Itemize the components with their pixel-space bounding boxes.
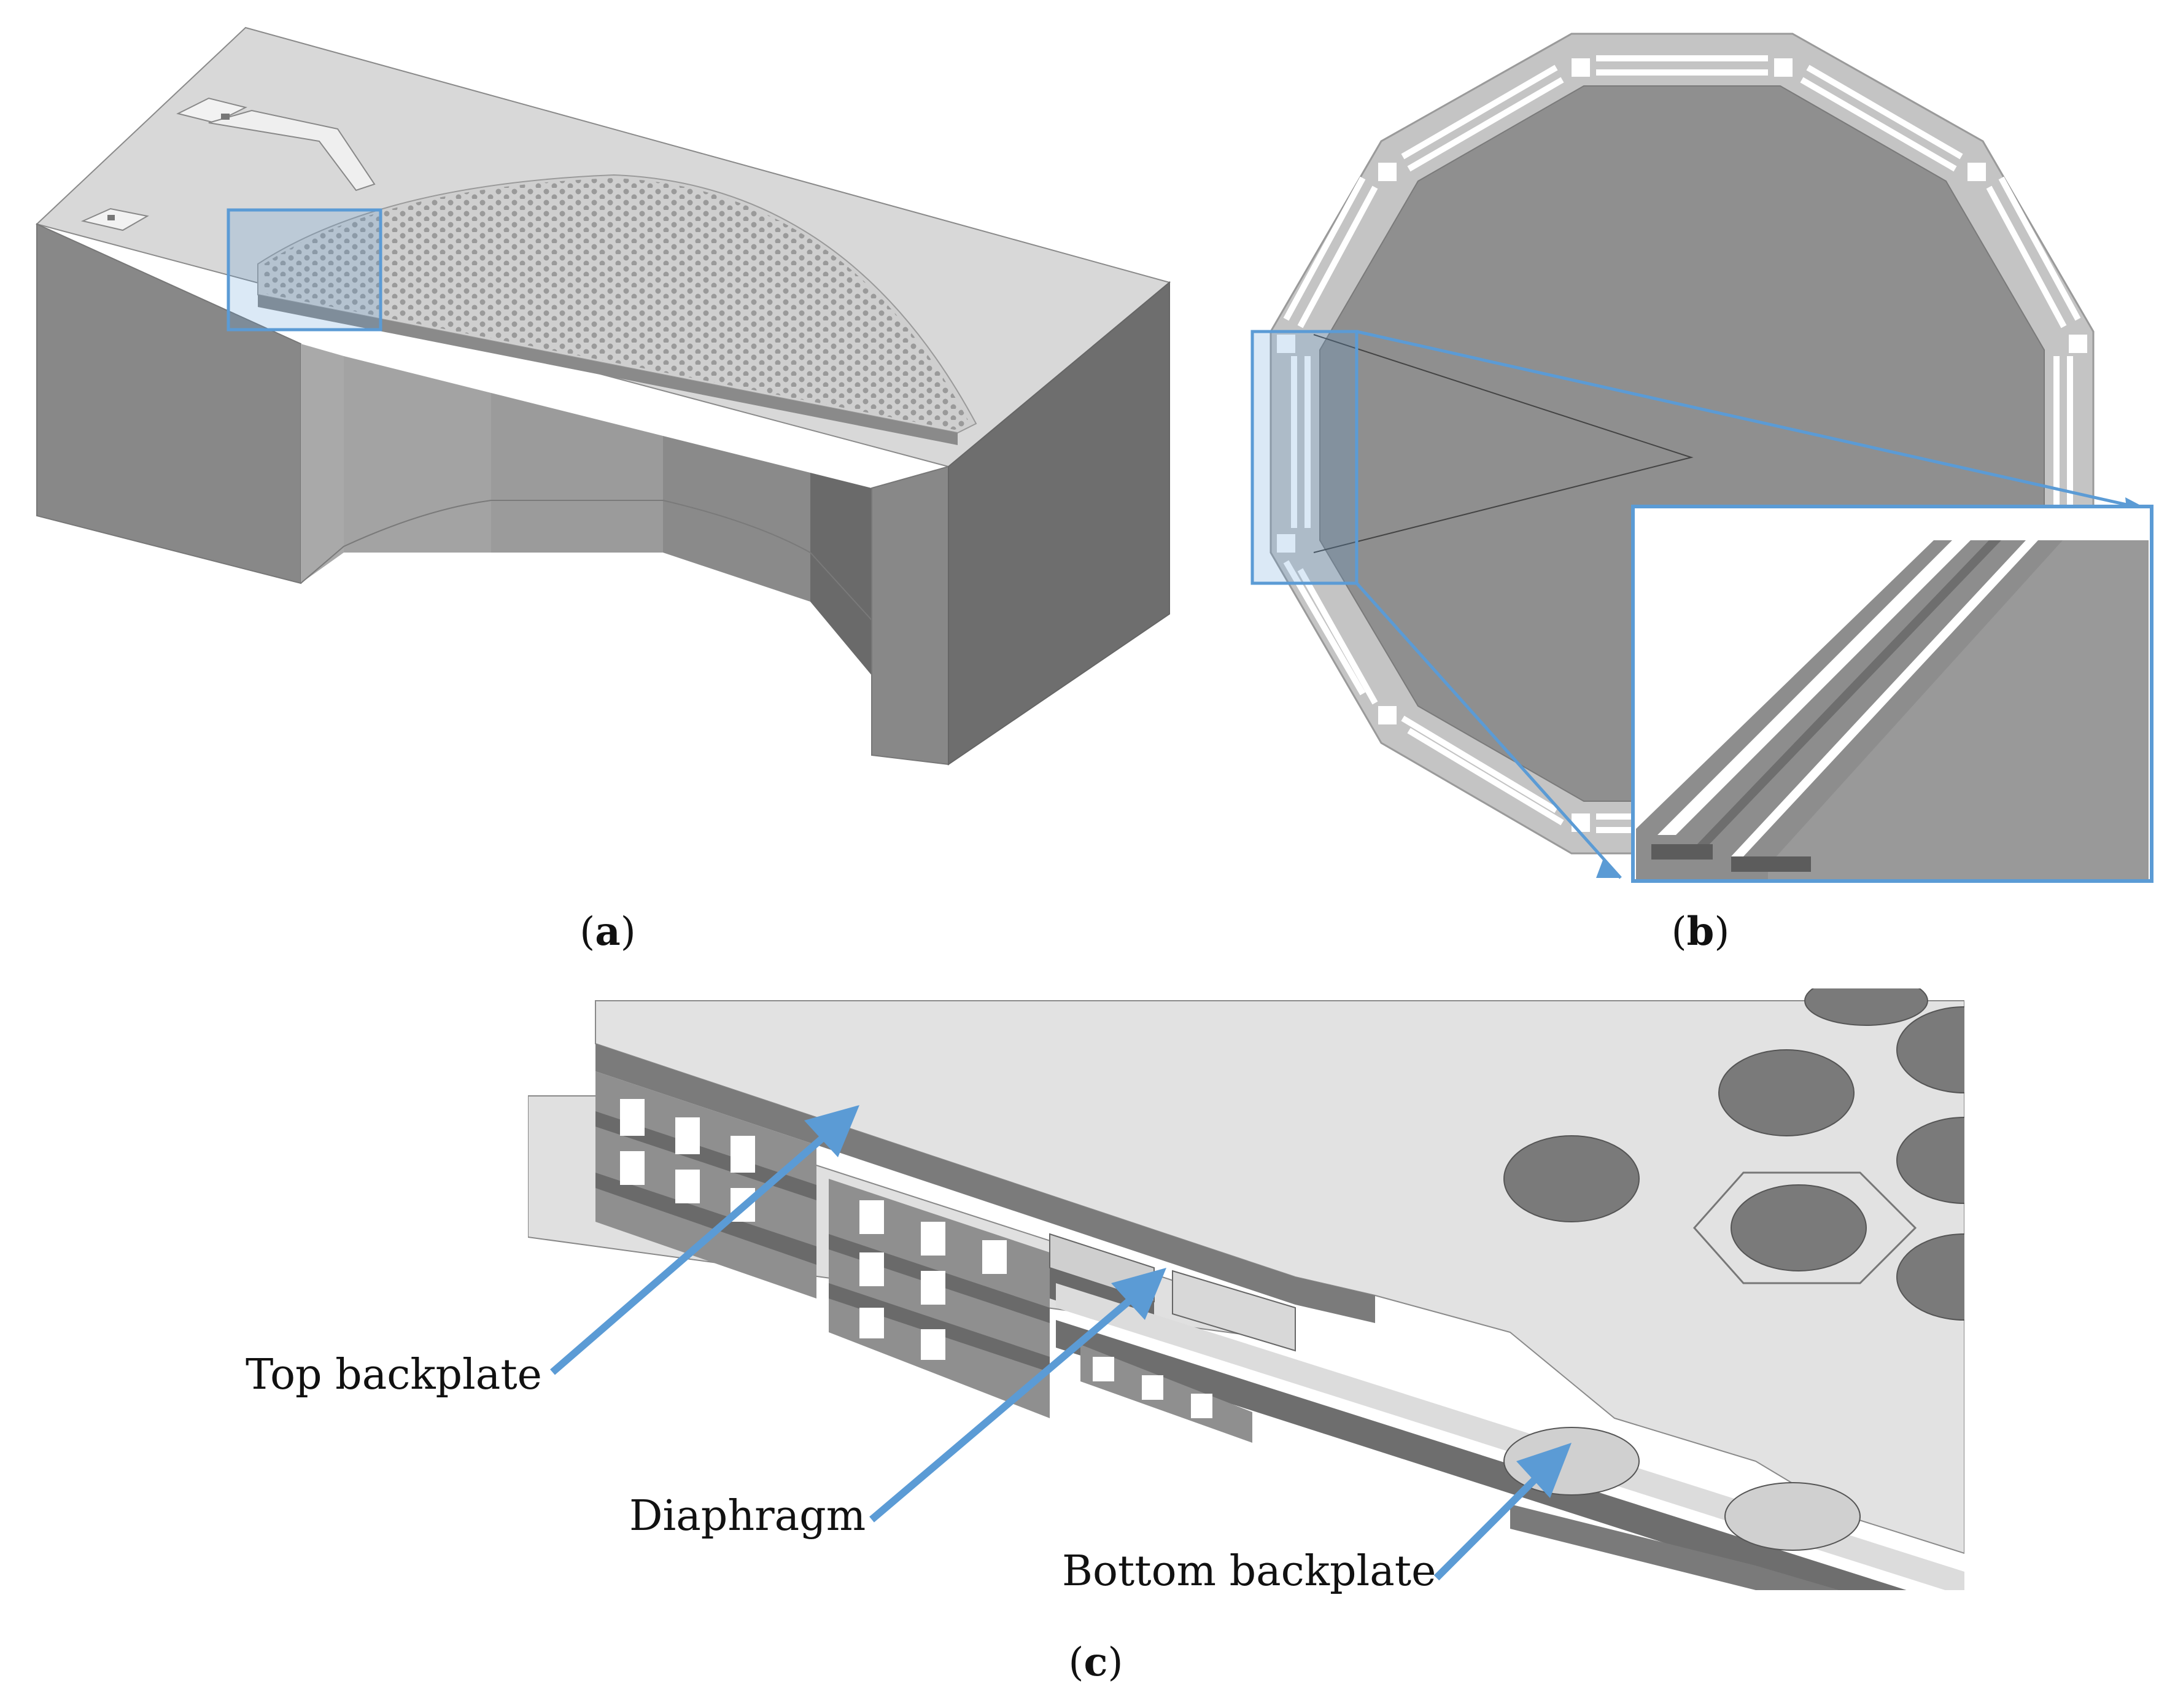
panel-a-letter: a <box>595 909 621 955</box>
panel-c-letter: c <box>1084 1639 1108 1685</box>
chip-right-pillar-face <box>871 465 949 766</box>
label-top-backplate: Top backplate <box>246 1351 542 1399</box>
section-lines <box>1313 334 1694 553</box>
inset-frame-border <box>1631 505 2153 883</box>
cavity-back-wall-right <box>663 436 810 602</box>
contact-trace <box>208 109 376 192</box>
panel-a-drawing <box>36 26 1171 766</box>
contact-pad-top <box>176 97 247 124</box>
contact-pad-left <box>80 208 149 231</box>
zoom-arrowhead-bottom <box>1596 858 1621 878</box>
zoom-highlight-box <box>1250 330 1359 585</box>
perforated-backplate-holes <box>264 178 970 430</box>
zoom-highlight-box <box>227 208 382 332</box>
chip-right-face <box>948 281 1170 766</box>
panel-b-caption: (b) <box>1671 909 1730 955</box>
backplate-holes <box>1503 988 1964 1321</box>
panel-c-drawing <box>528 988 1964 1590</box>
chip-left-inner-face <box>301 344 344 583</box>
panel-b <box>1228 0 2167 896</box>
panel-b-letter: b <box>1686 909 1715 955</box>
label-diaphragm: Diaphragm <box>629 1492 866 1540</box>
inset-content <box>1636 540 2149 881</box>
cavity-back-wall <box>344 356 491 553</box>
left-pillar-stack <box>595 1071 816 1298</box>
callout-arrows <box>550 1105 1572 1581</box>
hexagon-outline <box>1692 1171 1917 1284</box>
panel-a-caption: (a) <box>580 909 636 955</box>
panel-c <box>528 988 1964 1590</box>
arrow-bottom-backplate <box>1433 1470 1544 1581</box>
top-backplate-edge <box>595 1044 1375 1323</box>
cavity-right-inner <box>810 473 872 675</box>
cavity-arch-curve <box>300 500 872 621</box>
middle-pillar-stack <box>829 1179 1050 1418</box>
zoom-connector-bottom <box>1355 582 1622 879</box>
panel-a <box>0 0 1203 786</box>
arrow-diaphragm <box>869 1292 1138 1523</box>
contact-pad-left-via <box>107 215 115 220</box>
zoom-connector-top <box>1356 330 2149 511</box>
backplate-edge <box>258 295 958 445</box>
contact-pad-via <box>221 114 230 120</box>
cavity-back-wall-mid <box>491 393 663 553</box>
label-bottom-backplate: Bottom backplate <box>1062 1547 1436 1596</box>
panel-c-caption: (c) <box>1068 1639 1123 1685</box>
arrow-top-backplate <box>550 1130 831 1375</box>
panel-b-drawing <box>1250 33 2153 883</box>
